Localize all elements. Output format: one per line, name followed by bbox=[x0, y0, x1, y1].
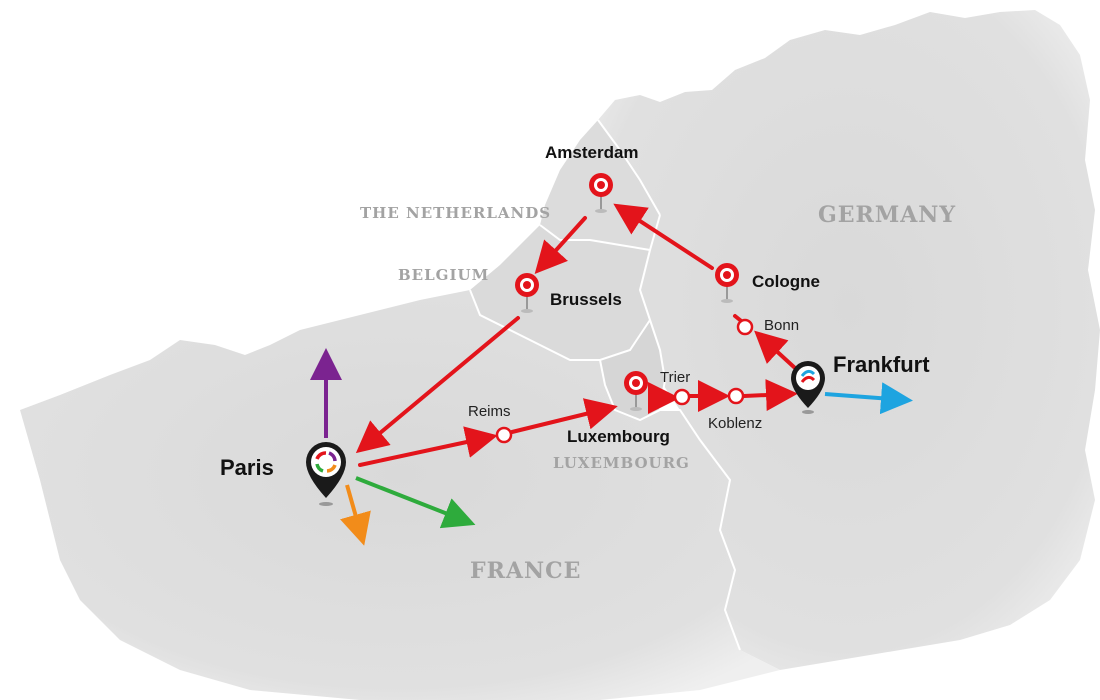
waypoint-circle-icon bbox=[727, 387, 745, 405]
country-label-france: FRANCE bbox=[470, 558, 581, 584]
country-label-netherlands: THE NETHERLANDS bbox=[360, 204, 551, 222]
city-label-luxembourg: Luxembourg bbox=[567, 427, 670, 446]
arrow-paris-south bbox=[340, 484, 371, 546]
target-pin-icon bbox=[515, 273, 539, 313]
target-pin-icon bbox=[624, 371, 648, 411]
target-pin-icon bbox=[589, 173, 613, 213]
route-paris-reims bbox=[358, 426, 498, 467]
land-mass bbox=[20, 10, 1100, 700]
hub-pin-icon bbox=[306, 442, 346, 506]
city-label-amsterdam: Amsterdam bbox=[545, 143, 639, 162]
arrow-paris-southeast bbox=[355, 476, 476, 529]
route-brussels-paris bbox=[355, 316, 520, 454]
city-label-trier: Trier bbox=[660, 369, 690, 386]
city-label-koblenz: Koblenz bbox=[708, 415, 762, 432]
city-label-bonn: Bonn bbox=[764, 317, 799, 334]
city-label-paris: Paris bbox=[220, 455, 274, 480]
route-amsterdam-brussels bbox=[534, 216, 587, 274]
route-frankfurt-bonn bbox=[754, 330, 797, 370]
city-label-brussels: Brussels bbox=[550, 290, 622, 309]
city-label-reims: Reims bbox=[468, 403, 511, 420]
route-arrows bbox=[355, 203, 798, 467]
waypoint-circle-icon bbox=[495, 426, 513, 444]
waypoint-circle-icon bbox=[736, 318, 754, 336]
region-belgium bbox=[470, 225, 650, 360]
country-label-luxembourg: LUXEMBOURG bbox=[553, 454, 690, 472]
region-germany bbox=[598, 10, 1100, 670]
city-label-frankfurt: Frankfurt bbox=[833, 352, 930, 377]
route-reims-luxembourg bbox=[510, 398, 618, 434]
route-koblenz-frankfurt bbox=[742, 379, 798, 412]
hub-pin-icon bbox=[791, 361, 825, 414]
country-label-belgium: BELGIUM bbox=[398, 266, 489, 284]
city-label-cologne: Cologne bbox=[752, 272, 820, 291]
waypoint-circle-icon bbox=[673, 388, 691, 406]
country-label-germany: GERMANY bbox=[818, 202, 956, 228]
route-cologne-amsterdam bbox=[613, 203, 714, 270]
target-pin-icon bbox=[715, 263, 739, 303]
arrow-frankfurt-east bbox=[824, 382, 913, 415]
